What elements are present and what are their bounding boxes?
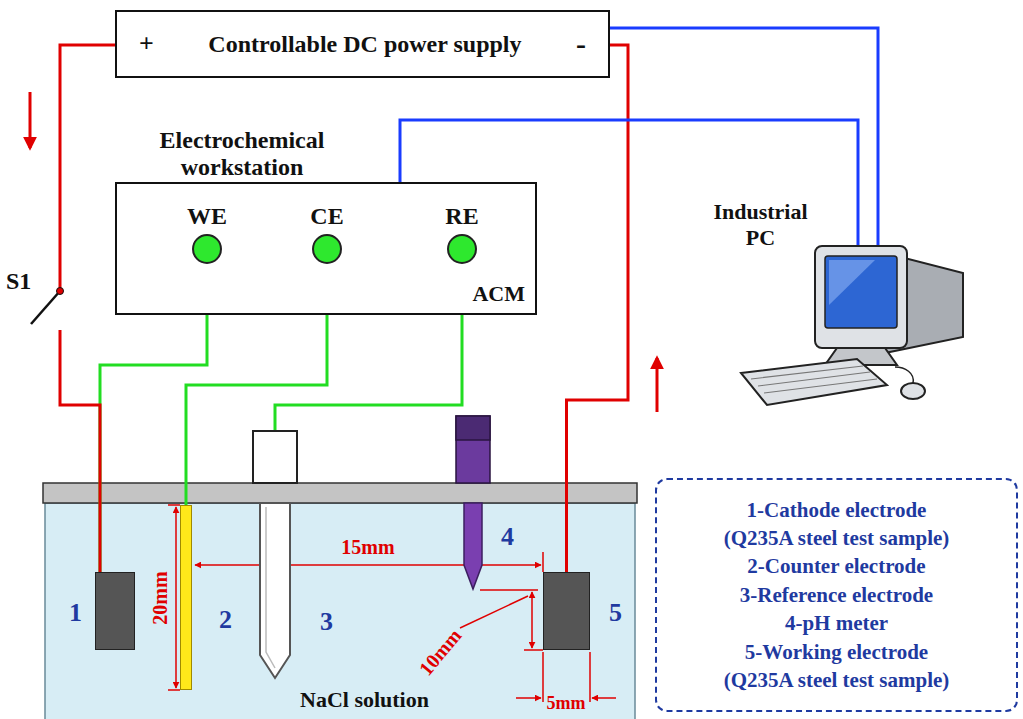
switch-blade <box>31 291 60 324</box>
terminal-jack: CE <box>312 234 342 264</box>
key-entry: 5-Working electrode (Q235A steel test sa… <box>714 638 959 695</box>
cathode-electrode: 1 <box>95 572 135 650</box>
dimension-line <box>592 697 616 699</box>
terminal-label: RE <box>445 203 478 230</box>
callout-number: 1 <box>69 599 82 628</box>
industrial-pc-outline <box>735 245 975 410</box>
device-label: Industrial PC <box>703 199 818 252</box>
key-box: 1-Cathode electrode (Q235A steel test sa… <box>655 478 1018 712</box>
text-anchor: 10mm <box>414 625 465 680</box>
callout-number: 3 <box>320 608 333 637</box>
switch-pivot <box>57 288 64 295</box>
key-entry: 4-pH meter <box>714 609 959 637</box>
extension-line <box>542 552 544 572</box>
tank-lid <box>43 483 637 503</box>
callout-number: 4 <box>501 523 514 552</box>
text-anchor: RE <box>445 203 478 230</box>
ph-meter-outline <box>455 415 491 590</box>
power-wire <box>60 45 115 572</box>
text-anchor: Industrial PC <box>703 199 818 252</box>
text-anchor: 5 <box>609 599 622 628</box>
key-entry: 1-Cathode electrode (Q235A steel test sa… <box>714 496 959 553</box>
key-entry: 2-Counter electrode <box>714 552 959 580</box>
text-anchor: WE <box>187 203 227 230</box>
dimension-line <box>195 564 541 566</box>
dimension-line <box>531 592 533 648</box>
text-anchor: 20mm <box>149 571 171 624</box>
device-title: Electrochemical workstation <box>122 127 362 182</box>
reference-electrode-outline <box>252 430 298 680</box>
text-anchor: ACM <box>472 281 525 307</box>
text-anchor: 15mm <box>341 536 394 558</box>
dimension-line <box>175 507 177 688</box>
industrial-pc: Industrial PC <box>735 245 975 410</box>
terminal-jack: RE <box>447 234 477 264</box>
terminal-label: CE <box>310 203 343 230</box>
callout-number: 2 <box>219 606 232 635</box>
device-title: Controllable DC power supply <box>200 31 529 58</box>
text-anchor: 3 <box>320 608 333 637</box>
ph-meter-shape <box>456 416 490 589</box>
computer-illustration <box>741 246 963 405</box>
ph-meter: 4 <box>455 415 491 590</box>
power-supply-box: + Controllable DC power supply - <box>115 10 610 78</box>
working-electrode: 5 <box>543 572 590 650</box>
current-arrow <box>656 358 659 412</box>
leader-line <box>460 596 528 628</box>
extension-line <box>168 689 180 691</box>
electrolytic-tank: NaCl solution12345 <box>45 483 635 719</box>
dimension-label: 15mm <box>341 536 394 558</box>
text-anchor: 1 <box>69 599 82 628</box>
extension-line <box>589 652 591 702</box>
extension-line <box>542 652 544 702</box>
text-anchor: S1 <box>6 268 31 294</box>
terminal-jack: WE <box>192 234 222 264</box>
extension-line <box>524 649 543 651</box>
power-wire <box>567 45 629 572</box>
workstation-box: Electrochemical workstationACMWECERE <box>115 182 537 315</box>
text-anchor: Electrochemical workstation <box>122 127 362 182</box>
dimension-label: 10mm <box>414 625 465 680</box>
terminal-label: WE <box>187 203 227 230</box>
text-anchor: 2 <box>219 606 232 635</box>
text-anchor: NaCl solution <box>300 687 429 713</box>
polarity-sign: - <box>576 27 586 61</box>
callout-number: 5 <box>609 599 622 628</box>
key-entry: 3-Reference electrode <box>714 581 959 609</box>
text-anchor: 5mm <box>547 694 586 714</box>
solution-tank <box>45 503 635 719</box>
device-label: ACM <box>472 281 525 307</box>
counter-electrode: 2 <box>180 505 192 690</box>
dimension-label: 5mm <box>547 694 586 714</box>
extension-line <box>168 504 180 506</box>
switch-gap <box>55 294 65 330</box>
solution-label: NaCl solution <box>300 687 429 713</box>
text-anchor: 4 <box>501 523 514 552</box>
polarity-sign: + <box>139 29 154 59</box>
current-arrow <box>29 92 32 148</box>
dimension-line <box>516 697 541 699</box>
reference-electrode: 3 <box>252 430 298 680</box>
extension-line <box>480 589 538 591</box>
reference-electrode-shape <box>253 431 297 678</box>
dimension-lines <box>168 505 616 702</box>
switch-label: S1 <box>6 268 31 294</box>
text-anchor: CE <box>310 203 343 230</box>
dimension-label: 20mm <box>149 571 171 624</box>
